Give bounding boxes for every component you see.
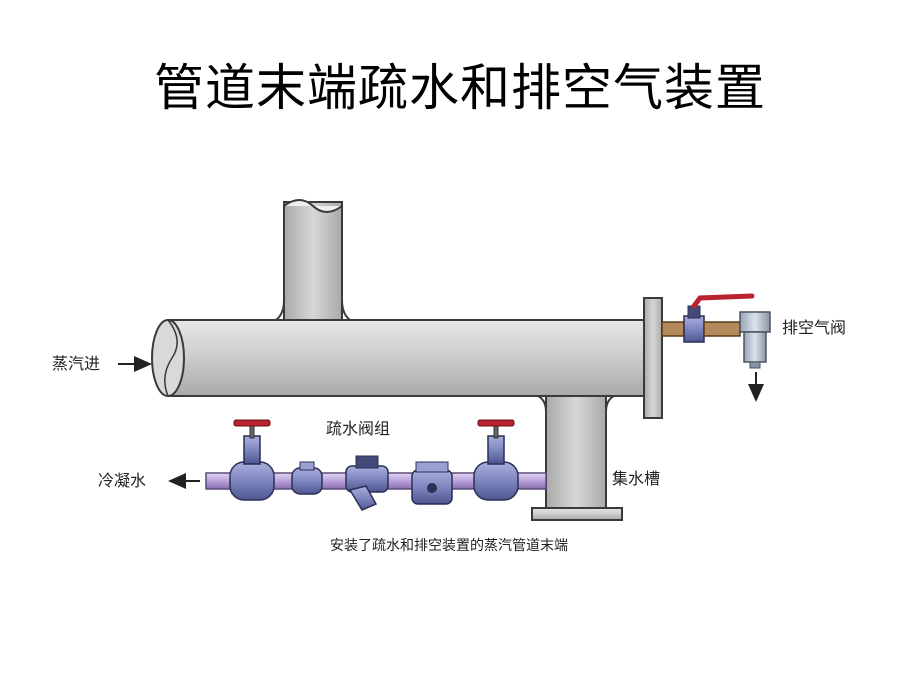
drain-valve-group-label: 疏水阀组: [326, 419, 390, 438]
drip-pocket: [531, 395, 623, 521]
air-vent-assembly: [661, 293, 771, 369]
page-title: 管道末端疏水和排空气装置: [154, 59, 766, 117]
vertical-branch-pipe: [283, 199, 343, 333]
end-flange: [643, 297, 663, 419]
pipe-union: [291, 461, 323, 495]
steam-in-label: 蒸汽进: [52, 354, 100, 373]
air-vent-label: 排空气阀: [782, 318, 846, 337]
drain-separator: [411, 461, 453, 505]
drip-pocket-label: 集水槽: [612, 469, 660, 488]
drain-stop-valve-left: [229, 419, 275, 501]
diagram-caption: 安装了疏水和排空装置的蒸汽管道末端: [330, 538, 568, 554]
condensate-label: 冷凝水: [98, 471, 146, 490]
main-steam-pipe: [151, 299, 647, 397]
steam-trap: [345, 455, 389, 511]
drain-stop-valve-right: [473, 419, 519, 501]
